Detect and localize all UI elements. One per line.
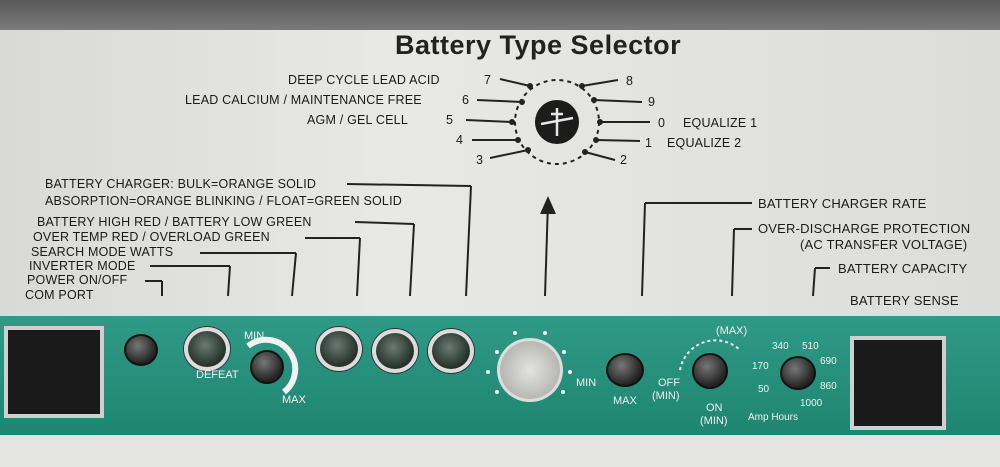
- equalize-2-label: EQUALIZE 2: [667, 136, 742, 150]
- charger-status-label: BATTERY CHARGER: BULK=ORANGE SOLID: [45, 177, 317, 191]
- over-discharge-knob[interactable]: [692, 353, 728, 389]
- position-6-label: 6: [462, 93, 470, 107]
- discharge-off-min-label: (MIN): [652, 390, 680, 402]
- position-5-label: 5: [446, 113, 454, 127]
- deep-cycle-label: DEEP CYCLE LEAD ACID: [288, 73, 440, 87]
- defeat-label: DEFEAT: [196, 369, 239, 381]
- search-mode-label: SEARCH MODE WATTS: [31, 245, 174, 259]
- equalize-1-label: EQUALIZE 1: [683, 116, 758, 130]
- com-port-jack[interactable]: [4, 326, 104, 418]
- position-1-label: 1: [645, 136, 653, 150]
- charger-rate-label: BATTERY CHARGER RATE: [758, 196, 927, 211]
- power-label: POWER ON/OFF: [27, 273, 128, 287]
- search-mode-knob[interactable]: [250, 350, 284, 384]
- position-4-label: 4: [456, 133, 464, 147]
- charger-led: [428, 329, 474, 373]
- position-9-label: 9: [648, 95, 656, 109]
- power-button[interactable]: [124, 334, 158, 366]
- battery-high-low-label: BATTERY HIGH RED / BATTERY LOW GREEN: [37, 215, 312, 229]
- panel-top-edge: [0, 0, 1000, 30]
- position-7-label: 7: [484, 73, 492, 87]
- discharge-on-label: ON: [706, 402, 723, 414]
- battery-sense-label: BATTERY SENSE: [850, 293, 959, 308]
- discharge-max-label: (MAX): [716, 325, 748, 337]
- over-temp-label: OVER TEMP RED / OVERLOAD GREEN: [33, 230, 270, 244]
- agm-gel-label: AGM / GEL CELL: [307, 113, 408, 127]
- capacity-510-label: 510: [802, 341, 819, 352]
- com-port-label: COM PORT: [25, 288, 94, 302]
- position-3-label: 3: [476, 153, 484, 167]
- rate-min-label: MIN: [576, 377, 597, 389]
- position-2-label: 2: [620, 153, 628, 167]
- panel-title: Battery Type Selector: [395, 30, 682, 60]
- lead-calcium-label: LEAD CALCIUM / MAINTENANCE FREE: [185, 93, 422, 107]
- charger-rate-knob[interactable]: [606, 353, 644, 387]
- over-discharge-label: OVER-DISCHARGE PROTECTION: [758, 221, 971, 236]
- battery-capacity-knob[interactable]: [780, 356, 816, 390]
- capacity-340-label: 340: [772, 341, 789, 352]
- over-temp-led: [316, 327, 362, 371]
- battery-sense-jack[interactable]: [850, 336, 946, 430]
- absorption-label: ABSORPTION=ORANGE BLINKING / FLOAT=GREEN…: [45, 194, 402, 208]
- capacity-690-label: 690: [820, 356, 837, 367]
- capacity-860-label: 860: [820, 381, 837, 392]
- capacity-1000-label: 1000: [800, 398, 823, 409]
- panel-bottom-edge: [0, 435, 1000, 467]
- ac-transfer-label: (AC TRANSFER VOLTAGE): [800, 237, 968, 252]
- rate-max-label: MAX: [613, 395, 637, 407]
- search-max-label: MAX: [282, 394, 306, 406]
- amp-hours-label: Amp Hours: [748, 412, 799, 423]
- position-0-label: 0: [658, 116, 666, 130]
- battery-type-selector-switch[interactable]: [497, 338, 563, 402]
- battery-level-led: [372, 329, 418, 373]
- capacity-170-label: 170: [752, 361, 769, 372]
- inverter-mode-label: INVERTER MODE: [29, 259, 136, 273]
- capacity-50-label: 50: [758, 384, 770, 395]
- position-8-label: 8: [626, 74, 634, 88]
- selector-rose-center: [535, 100, 579, 144]
- inverter-mode-led: [184, 327, 230, 371]
- search-min-label: MIN: [244, 330, 265, 342]
- discharge-off-label: OFF: [658, 377, 680, 389]
- battery-capacity-label: BATTERY CAPACITY: [838, 261, 968, 276]
- discharge-on-min-label: (MIN): [700, 415, 728, 427]
